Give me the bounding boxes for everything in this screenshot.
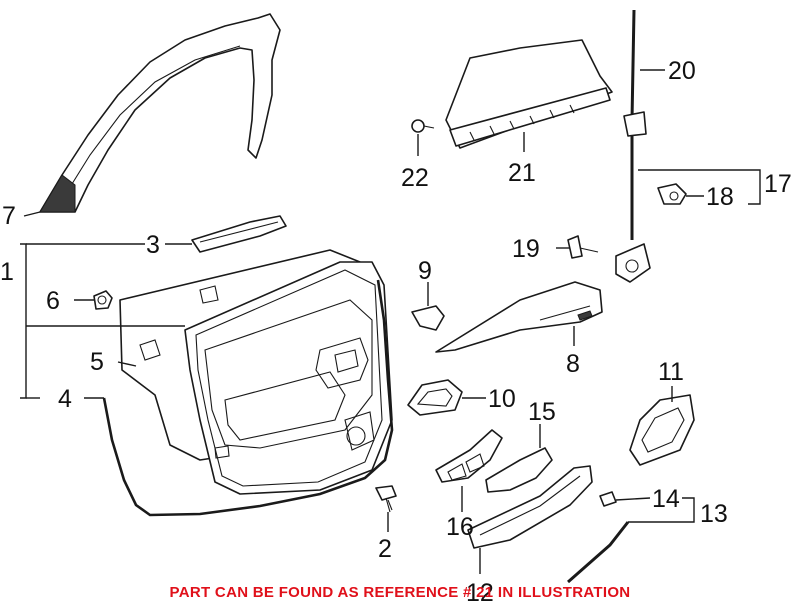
label-20: 20 [668, 57, 696, 85]
part-9-bracket [411, 305, 445, 331]
leader-lines [20, 69, 761, 574]
part-14-clip [599, 491, 617, 507]
label-13: 13 [700, 500, 728, 528]
part-7-window-frame-seal [39, 13, 281, 213]
part-15-pull-cup [485, 447, 553, 493]
part-21-door-glass [445, 39, 613, 149]
label-14: 14 [652, 485, 680, 513]
label-16: 16 [446, 513, 474, 541]
part-6-clip [93, 290, 113, 310]
label-8: 8 [566, 350, 580, 378]
part-19-bolt [567, 235, 599, 259]
part-number-labels: 7 1 3 6 5 4 2 9 8 10 11 15 16 12 14 13 2… [0, 57, 792, 607]
label-4: 4 [58, 385, 72, 413]
label-19: 19 [512, 235, 540, 263]
part-16-switch-bezel [435, 429, 503, 483]
label-7: 7 [2, 202, 16, 230]
label-6: 6 [46, 287, 60, 315]
label-21: 21 [508, 159, 536, 187]
part-3-belt-trim [191, 215, 287, 253]
part-22-bolt [411, 119, 435, 133]
part-12-armrest [467, 465, 593, 549]
part-18-clip [657, 183, 687, 205]
part-10-handle-bezel [407, 379, 463, 416]
part-4-door-seal [102, 279, 394, 517]
label-9: 9 [418, 257, 432, 285]
label-22: 22 [401, 164, 429, 192]
part-20-window-regulator [615, 9, 651, 283]
reference-note: PART CAN BE FOUND AS REFERENCE # 21 IN I… [170, 584, 631, 601]
label-5: 5 [90, 348, 104, 376]
part-2-screw [375, 485, 397, 513]
label-10: 10 [488, 385, 516, 413]
part-1-door-trim-panel [184, 261, 393, 495]
part-11-speaker-grille [629, 394, 695, 466]
label-1: 1 [0, 258, 14, 286]
label-15: 15 [528, 398, 556, 426]
part-8-trim-strip [435, 281, 603, 353]
label-18: 18 [706, 183, 734, 211]
label-17: 17 [764, 170, 792, 198]
label-2: 2 [378, 535, 392, 563]
label-3: 3 [146, 231, 160, 259]
label-11: 11 [658, 358, 684, 386]
label-12: 12 [466, 579, 494, 607]
part-13-trim-strip [567, 521, 630, 584]
